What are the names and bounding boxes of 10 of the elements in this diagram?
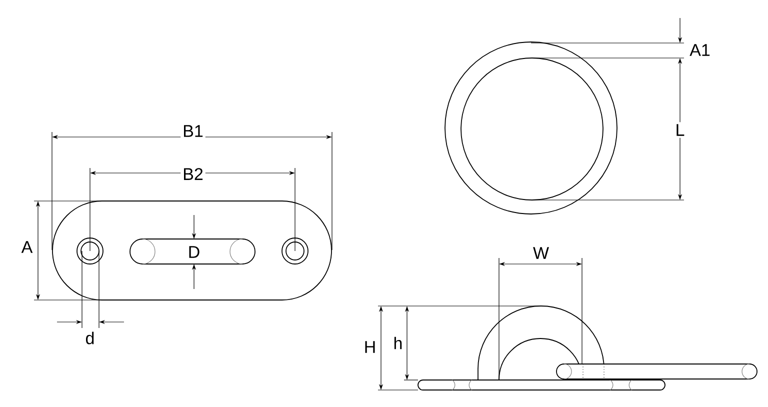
dimension-label: B1	[180, 123, 206, 139]
dimension-label: D	[186, 244, 202, 260]
dimension-label: H	[362, 339, 378, 355]
dimension-label: h	[391, 334, 405, 352]
dimension-label: d	[83, 330, 97, 346]
dimension-label: A	[19, 239, 35, 255]
dimension-label: L	[673, 122, 687, 138]
dimension-label: A1	[688, 42, 712, 58]
dimension-label: W	[530, 245, 552, 261]
dimension-label: B2	[180, 166, 206, 182]
